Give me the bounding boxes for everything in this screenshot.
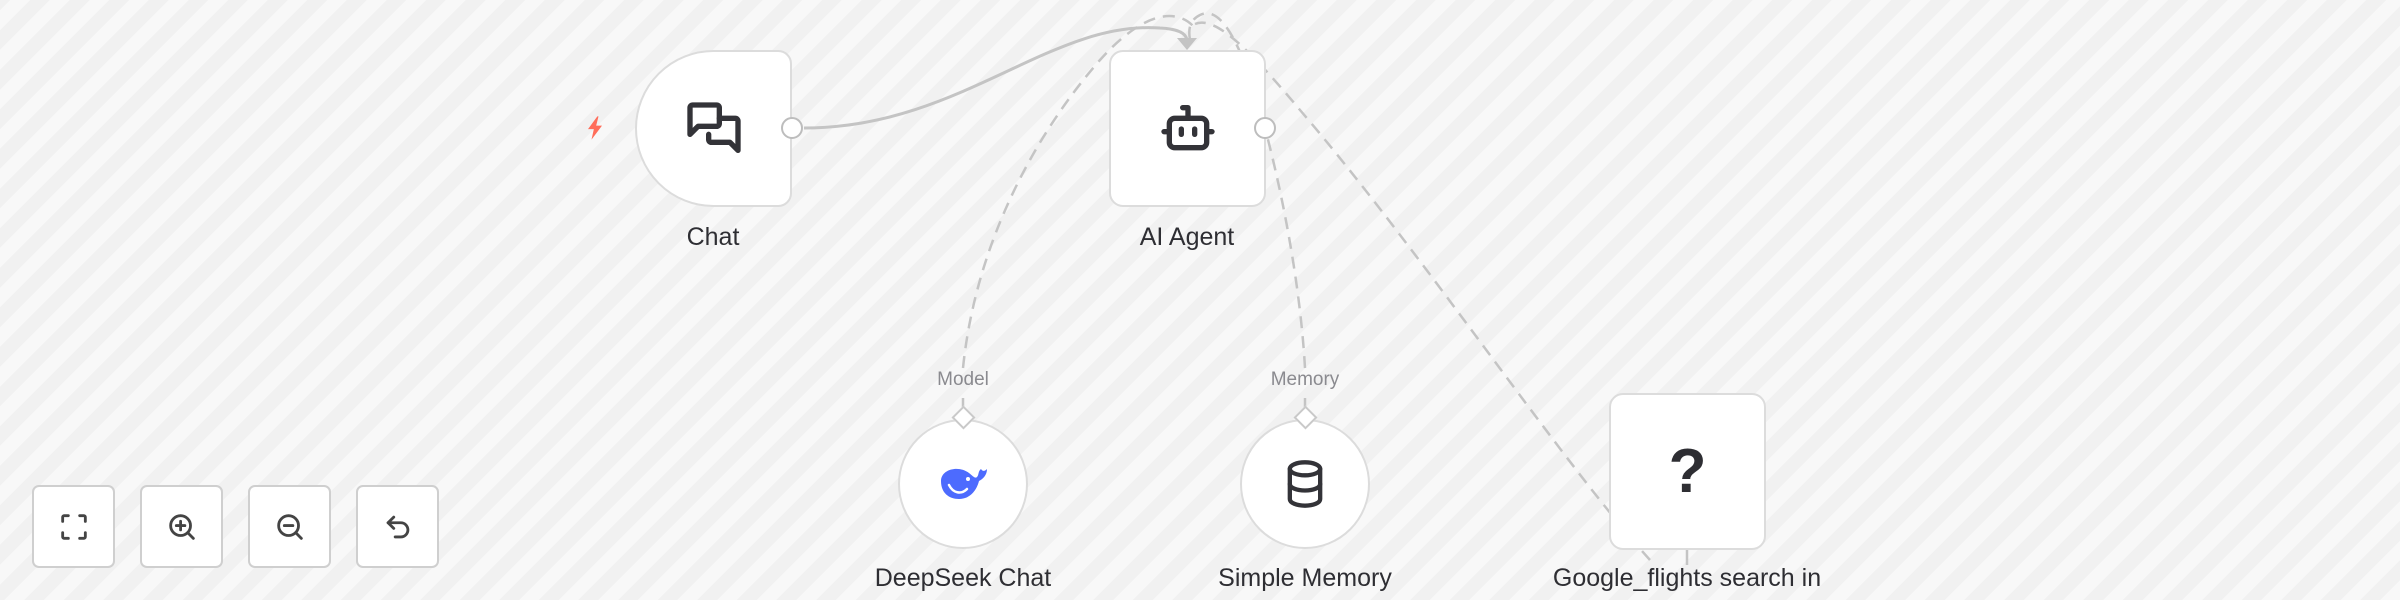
chat-output-handle[interactable] bbox=[781, 117, 803, 139]
chat-node-label: Chat bbox=[686, 223, 740, 251]
question-mark-icon: ? bbox=[1668, 436, 1707, 506]
model-port-label: Model bbox=[937, 369, 989, 390]
zoom-in-button[interactable] bbox=[140, 485, 223, 568]
undo-icon bbox=[386, 515, 409, 538]
deepseek-chat-node[interactable] bbox=[898, 419, 1028, 549]
ai-agent-node[interactable] bbox=[1109, 50, 1266, 207]
fit-view-button[interactable] bbox=[32, 485, 115, 568]
robot-icon bbox=[1160, 104, 1215, 150]
fit-view-icon bbox=[60, 513, 87, 540]
zoom-out-button[interactable] bbox=[248, 485, 331, 568]
arrow-head-icon bbox=[1177, 38, 1197, 50]
reset-zoom-button[interactable] bbox=[356, 485, 439, 568]
simple-memory-node-label: Simple Memory bbox=[1218, 564, 1392, 592]
deepseek-node-label: DeepSeek Chat bbox=[874, 564, 1052, 592]
zoom-out-icon bbox=[276, 513, 303, 540]
google-flights-tool-node[interactable]: ? bbox=[1609, 393, 1766, 550]
database-icon bbox=[1287, 460, 1323, 508]
chat-bubbles-icon bbox=[686, 101, 741, 153]
deepseek-whale-icon bbox=[941, 468, 987, 499]
lightning-bolt-icon bbox=[588, 116, 602, 140]
google-flights-node-label: Google_flights search in bbox=[1552, 564, 1822, 592]
ai-agent-output-handle[interactable] bbox=[1254, 117, 1276, 139]
simple-memory-node[interactable] bbox=[1240, 419, 1370, 549]
ai-agent-node-label: AI Agent bbox=[1139, 223, 1235, 251]
memory-port-label: Memory bbox=[1270, 369, 1340, 390]
canvas-controls bbox=[32, 485, 439, 568]
zoom-in-icon bbox=[168, 513, 195, 540]
chat-trigger-node[interactable] bbox=[635, 50, 792, 207]
